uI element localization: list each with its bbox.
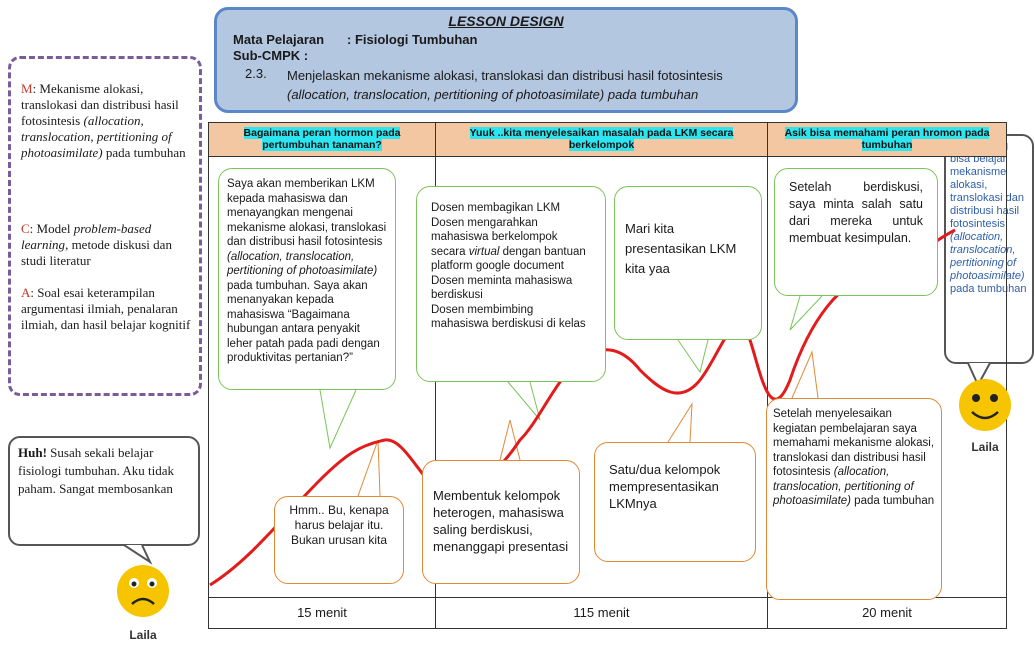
bubble-tail	[789, 295, 823, 331]
group-presentation-bubble: Satu/dua kelompok mempresentasikan LKMny…	[594, 442, 756, 562]
lesson-table: Bagaimana peran hormon pada pertumbuhan …	[208, 122, 1007, 629]
subject-label: Mata Pelajaran	[233, 32, 325, 47]
mca-m-letter: M	[21, 81, 33, 96]
student-complaint-text: Hmm.. Bu, kenapa harus belajar itu. Buka…	[289, 503, 389, 547]
left-bubble-bold: Huh!	[18, 445, 47, 460]
left-bubble-text: Susah sekali belajar fisiologi tumbuhan.…	[18, 445, 174, 496]
right-bubble-tail: pada tumbuhan	[950, 283, 1027, 295]
time-row-divider	[209, 597, 1006, 598]
lecturer-step-2-italic: virtual	[468, 245, 500, 258]
teacher-intro-tail: pada tumbuhan. Saya akan menanyakan kepa…	[227, 279, 380, 365]
presentation-invite-bubble: Mari kita presentasikan LKM kita yaa	[614, 186, 762, 340]
lesson-title: LESSON DESIGN	[448, 13, 564, 29]
bubble-tail	[319, 389, 357, 450]
bubble-tail	[667, 402, 693, 443]
cpmk-text-italic: (allocation, translocation, pertitioning…	[287, 87, 699, 102]
teacher-intro-italic: (allocation, translocation, pertitioning…	[227, 250, 378, 278]
progress-curve	[209, 228, 956, 587]
col3-time: 20 menit	[862, 605, 912, 620]
right-face-label: Laila	[971, 440, 999, 454]
mca-m-tail: pada tumbuhan	[105, 145, 186, 160]
mca-a: A: Soal esai keterampilan argumentasi il…	[21, 285, 197, 333]
teacher-intro-text: Saya akan memberikan LKM kepada mahasisw…	[227, 178, 387, 248]
mca-box: M: Mekanisme alokasi, translokasi dan di…	[8, 56, 202, 396]
left-face-label: Laila	[129, 628, 157, 642]
cpmk-text-main: Menjelaskan mekanisme alokasi, transloka…	[287, 68, 723, 83]
bubble-tail	[677, 339, 709, 374]
bubble-tail	[357, 439, 381, 497]
lecturer-step-4: Dosen membimbing mahasiswa berdiskusi di…	[431, 303, 586, 331]
cpmk-text: Menjelaskan mekanisme alokasi, transloka…	[287, 66, 787, 104]
lecturer-step-2: Dosen mengarahkan mahasiswa berkelompok …	[431, 216, 586, 273]
mca-m: M: Mekanisme alokasi, translokasi dan di…	[21, 81, 197, 161]
col2-header: Yuuk ..kita menyelesaikan masalah pada L…	[436, 123, 767, 157]
right-bubble-italic: (allocation, translocation, pertitioning…	[950, 231, 1025, 282]
bubble-tail	[791, 350, 819, 399]
col1-header-text: Bagaimana peran hormon pada pertumbuhan …	[243, 127, 401, 151]
mca-c-letter: C	[21, 221, 30, 236]
mca-m-text: : Mekanisme alokasi, translokasi dan dis…	[21, 81, 179, 128]
learning-outcome-bubble: Setelah menyelesaikan kegiatan pembelaja…	[766, 398, 942, 600]
group-discussion-bubble: Membentuk kelompok heterogen, mahasiswa …	[422, 460, 580, 584]
lecturer-steps-bubble: Dosen membagikan LKM Dosen mengarahkan m…	[416, 186, 606, 382]
mca-c: C: Model problem-based learning, metode …	[21, 221, 197, 269]
left-bubble-tail	[123, 544, 153, 565]
group-discussion-text: Membentuk kelompok heterogen, mahasiswa …	[433, 488, 569, 554]
col1-time: 15 menit	[297, 605, 347, 620]
subject-value: : Fisiologi Tumbuhan	[347, 32, 478, 47]
lecturer-step-1: Dosen membagikan LKM	[431, 202, 561, 214]
col2-time: 115 menit	[573, 605, 630, 620]
learning-outcome-tail: pada tumbuhan	[850, 495, 935, 507]
mca-a-letter: A	[21, 285, 31, 300]
teacher-intro-bubble: Saya akan memberikan LKM kepada mahasisw…	[218, 168, 396, 390]
conclusion-text: Setelah berdiskusi, saya minta salah sat…	[789, 180, 923, 245]
col3-header: Asik bisa memahami peran hromon pada tum…	[768, 123, 1006, 157]
conclusion-bubble: Setelah berdiskusi, saya minta salah sat…	[774, 168, 938, 296]
presentation-invite-text: Mari kita presentasikan LKM kita yaa	[625, 221, 737, 276]
sad-face-icon	[117, 565, 169, 617]
mca-c-italic: problem-based learning	[21, 221, 152, 252]
left-speech-bubble: Huh! Susah sekali belajar fisiologi tumb…	[8, 436, 200, 546]
mca-c-tail: , metode diskusi dan studi literatur	[21, 237, 172, 268]
happy-face-icon	[959, 379, 1011, 431]
cpmk-number: 2.3.	[245, 66, 267, 81]
student-complaint-bubble: Hmm.. Bu, kenapa harus belajar itu. Buka…	[274, 496, 404, 584]
mca-m-italic: (allocation, translocation, pertitioning…	[21, 113, 172, 160]
subcpmk-label: Sub-CMPK :	[233, 48, 309, 63]
col1-header: Bagaimana peran hormon pada pertumbuhan …	[209, 123, 435, 157]
mca-c-text: : Model	[29, 221, 71, 236]
group-presentation-text: Satu/dua kelompok mempresentasikan LKMny…	[609, 462, 721, 511]
lesson-header: LESSON DESIGN Mata Pelajaran : Fisiologi…	[214, 7, 798, 113]
bubble-tail	[507, 381, 541, 421]
mca-a-text: : Soal esai keterampilan argumentasi ilm…	[21, 285, 191, 332]
learning-outcome-italic: (allocation, translocation, pertitioning…	[773, 466, 914, 507]
column-divider	[767, 123, 768, 628]
lecturer-step-3: Dosen meminta mahasiswa berdiskusi	[431, 274, 573, 302]
learning-outcome-text: Setelah menyelesaikan kegiatan pembelaja…	[773, 408, 935, 478]
